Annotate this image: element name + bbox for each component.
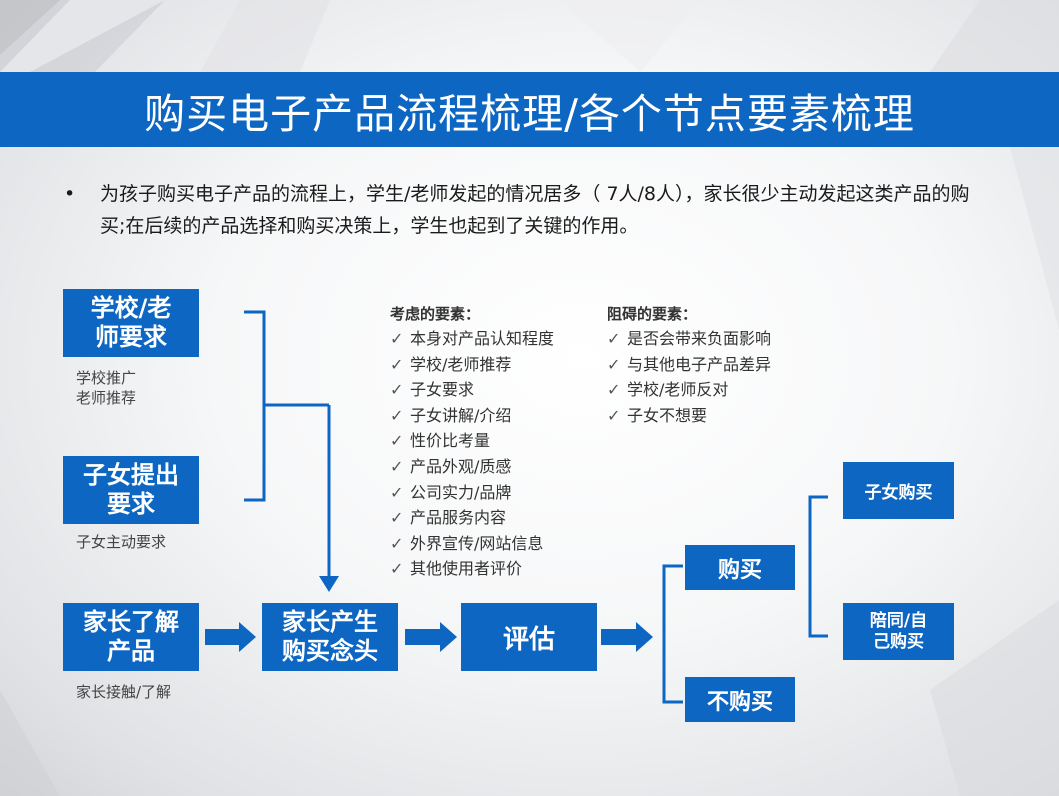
considered-factors-list: ✓本身对产品认知程度 ✓学校/老师推荐 ✓子女要求 ✓子女讲解/介绍 ✓性价比考… (390, 326, 554, 582)
not-buy-label: 不购买 (706, 689, 773, 715)
evaluate-box: 评估 (461, 603, 597, 671)
check-icon: ✓ (390, 431, 404, 451)
check-icon: ✓ (390, 508, 404, 528)
evaluate-label: 评估 (502, 624, 555, 655)
school-teacher-request-box: 学校/老 师要求 (63, 289, 199, 357)
child-request-line2: 要求 (107, 490, 155, 518)
school-sub-label: 学校推广 老师推荐 (76, 368, 136, 408)
school-box-line1: 学校/老 (90, 294, 172, 322)
check-icon: ✓ (607, 354, 621, 374)
list-item: ✓公司实力/品牌 (390, 480, 554, 506)
list-item: ✓本身对产品认知程度 (390, 326, 554, 352)
list-item: ✓子女不想要 (607, 403, 771, 429)
parent-learn-box: 家长了解 产品 (63, 603, 199, 671)
school-sub-line1: 学校推广 (76, 369, 137, 387)
check-icon: ✓ (390, 354, 404, 374)
accompany-buy-box: 陪同/自 己购买 (843, 603, 954, 660)
intro-text: 为孩子购买电子产品的流程上，学生/老师发起的情况居多（ 7人/8人），家长很少主… (100, 183, 970, 237)
list-item: ✓与其他电子产品差异 (607, 352, 771, 378)
parent-idea-line1: 家长产生 (282, 608, 378, 636)
check-icon: ✓ (390, 482, 404, 502)
intro-paragraph: • 为孩子购买电子产品的流程上，学生/老师发起的情况居多（ 7人/8人），家长很… (64, 178, 994, 242)
list-item: ✓产品外观/质感 (390, 454, 554, 480)
page-title: 购买电子产品流程梳理/各个节点要素梳理 (144, 89, 915, 138)
check-icon: ✓ (607, 405, 621, 425)
child-buy-box: 子女购买 (843, 462, 954, 519)
parent-idea-line2: 购买念头 (282, 637, 378, 665)
parent-learn-line1: 家长了解 (83, 608, 179, 636)
check-icon: ✓ (390, 380, 404, 400)
school-sub-line2: 老师推荐 (76, 389, 137, 407)
list-item: ✓子女讲解/介绍 (390, 403, 554, 429)
buy-box: 购买 (685, 545, 795, 590)
parent-idea-box: 家长产生 购买念头 (262, 603, 398, 671)
accompany-buy-line1: 陪同/自 (869, 610, 928, 631)
list-item: ✓是否会带来负面影响 (607, 326, 771, 352)
child-buy-label: 子女购买 (864, 483, 933, 503)
check-icon: ✓ (390, 329, 404, 348)
list-item: ✓学校/老师推荐 (390, 352, 554, 378)
bullet-icon: • (64, 183, 76, 205)
check-icon: ✓ (390, 533, 404, 553)
check-icon: ✓ (607, 380, 621, 400)
list-item: ✓其他使用者评价 (390, 556, 554, 582)
child-request-line1: 子女提出 (83, 461, 179, 489)
list-item: ✓学校/老师反对 (607, 377, 771, 403)
obstacle-factors-list: ✓是否会带来负面影响 ✓与其他电子产品差异 ✓学校/老师反对 ✓子女不想要 (607, 326, 771, 428)
school-box-line2: 师要求 (94, 323, 167, 351)
title-bar: 购买电子产品流程梳理/各个节点要素梳理 (0, 72, 1059, 147)
list-item: ✓产品服务内容 (390, 505, 554, 531)
check-icon: ✓ (390, 405, 404, 425)
list-item: ✓性价比考量 (390, 428, 554, 454)
obstacle-factors-title: 阻碍的要素： (607, 305, 698, 323)
considered-factors-title: 考虑的要素： (390, 305, 481, 323)
check-icon: ✓ (390, 559, 404, 579)
child-request-box: 子女提出 要求 (63, 456, 199, 524)
accompany-buy-line2: 己购买 (873, 631, 924, 652)
list-item: ✓外界宣传/网站信息 (390, 531, 554, 557)
not-buy-box: 不购买 (685, 677, 795, 722)
check-icon: ✓ (607, 329, 621, 348)
child-request-sub-label: 子女主动要求 (76, 533, 167, 551)
check-icon: ✓ (390, 456, 404, 476)
parent-learn-sub-label: 家长接触/了解 (76, 683, 172, 701)
parent-learn-line2: 产品 (107, 637, 155, 665)
list-item: ✓子女要求 (390, 377, 554, 403)
buy-label: 购买 (717, 557, 762, 583)
